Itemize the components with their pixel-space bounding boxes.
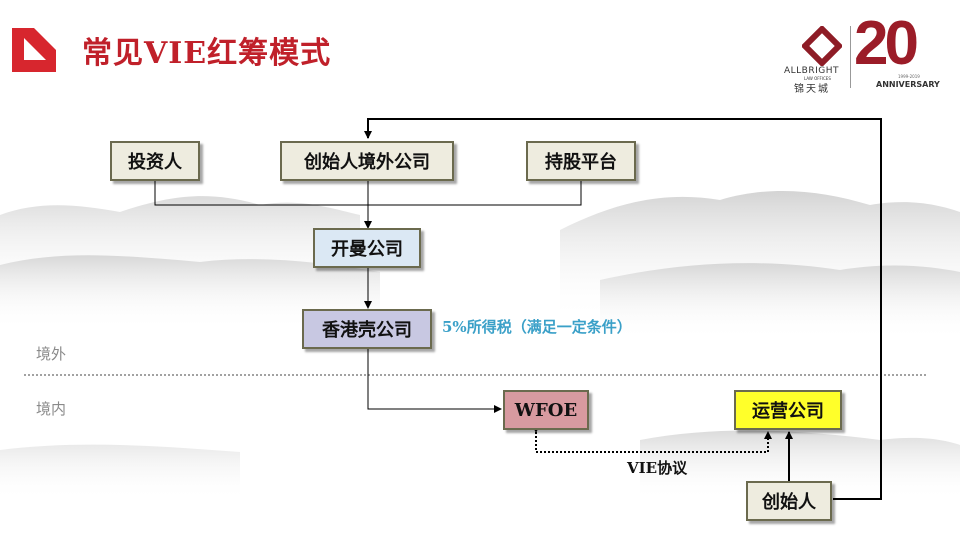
allbright-20th-anniversary-logo: ALLBRIGHT LAW OFFICES 锦天城 20 1999-2019 A… [780,9,948,96]
founder-offshore-company-box: 创始人境外公司 [280,141,454,181]
cayman-company-box: 开曼公司 [313,228,421,268]
vie-agreement-label: VIE协议 [627,459,688,477]
offshore-region-label: 境外 [36,345,67,363]
logo-divider [850,26,851,88]
holding-platform-box: 持股平台 [526,141,636,181]
logo-anniversary: ANNIVERSARY [876,80,940,89]
wfoe-box: WFOE [503,390,589,430]
arrow-down-right-icon [12,28,56,72]
investor-box: 投资人 [110,141,200,181]
logo-subbrand: LAW OFFICES [804,76,831,81]
logo-number: 20 [854,9,919,78]
logo-years: 1999-2019 [898,74,920,79]
tax-note: 5%所得税（满足一定条件） [442,318,632,336]
hk-shell-company-box: 香港壳公司 [302,309,432,349]
logo-brand: ALLBRIGHT [784,66,840,76]
logo-chinese: 锦天城 [794,84,830,95]
operating-company-box: 运营公司 [734,390,842,430]
founder-box: 创始人 [746,481,832,521]
onshore-region-label: 境内 [36,400,67,418]
allbright-emblem-icon [802,26,842,66]
page-title: 常见VIE红筹模式 [82,36,332,71]
